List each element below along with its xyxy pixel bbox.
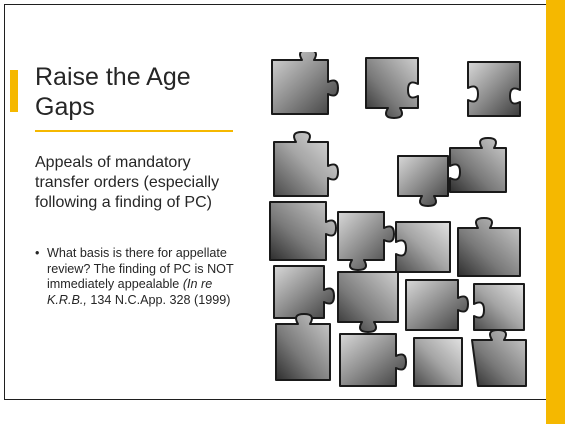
bullet-list: • What basis is there for appellate revi…	[35, 246, 235, 308]
bullet-item: • What basis is there for appellate revi…	[35, 246, 235, 308]
slide-title: Raise the Age Gaps	[35, 63, 191, 121]
right-accent-bar	[546, 0, 565, 424]
citation-reference: 134 N.C.App. 328 (1999)	[86, 292, 231, 307]
citation-case-name: (In re K.R.B.,	[47, 277, 213, 307]
bullet-marker: •	[35, 246, 40, 260]
main-point-text: Appeals of mandatory transfer orders (es…	[35, 154, 220, 211]
title-underline	[35, 130, 233, 132]
bullet-text: What basis is there for appellate review…	[47, 246, 234, 291]
title-accent-bar	[10, 70, 18, 112]
puzzle-pieces-photo	[268, 49, 530, 392]
puzzle-pieces-illustration	[269, 49, 527, 387]
